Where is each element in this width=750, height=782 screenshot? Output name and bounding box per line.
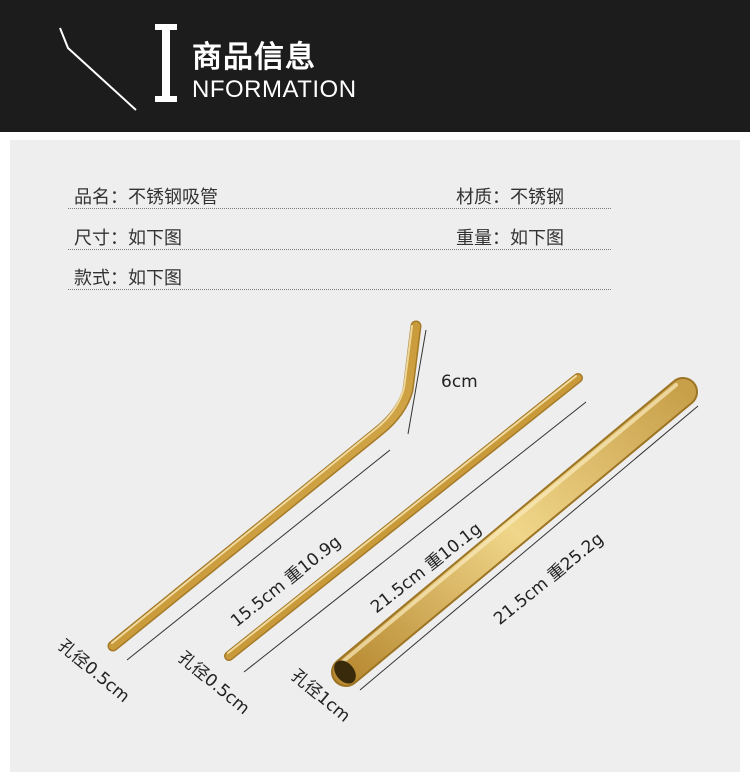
product-weight: 重量：如下图 — [456, 228, 564, 249]
bent-straw — [107, 320, 422, 652]
info-row-style: 款式：如下图 — [68, 253, 611, 290]
info-row-size: 尺寸：如下图 重量：如下图 — [68, 213, 611, 250]
product-material: 材质：不锈钢 — [456, 187, 564, 208]
header-banner: 商品信息 NFORMATION — [0, 0, 750, 132]
product-name: 品名：不锈钢吸管 — [74, 187, 218, 208]
decorative-line-icon — [59, 27, 137, 111]
product-style: 款式：如下图 — [74, 268, 182, 289]
title-chinese: 商品信息 — [192, 40, 316, 75]
bent-top-length-label: 6cm — [441, 372, 478, 392]
wide-straw — [331, 377, 698, 687]
product-size: 尺寸：如下图 — [74, 228, 182, 249]
info-row-name: 品名：不锈钢吸管 材质：不锈钢 — [68, 172, 611, 209]
title-letter-i — [155, 24, 177, 102]
dimension-lines — [126, 329, 699, 691]
straight-straw — [224, 373, 583, 661]
title-english: NFORMATION — [192, 76, 357, 103]
